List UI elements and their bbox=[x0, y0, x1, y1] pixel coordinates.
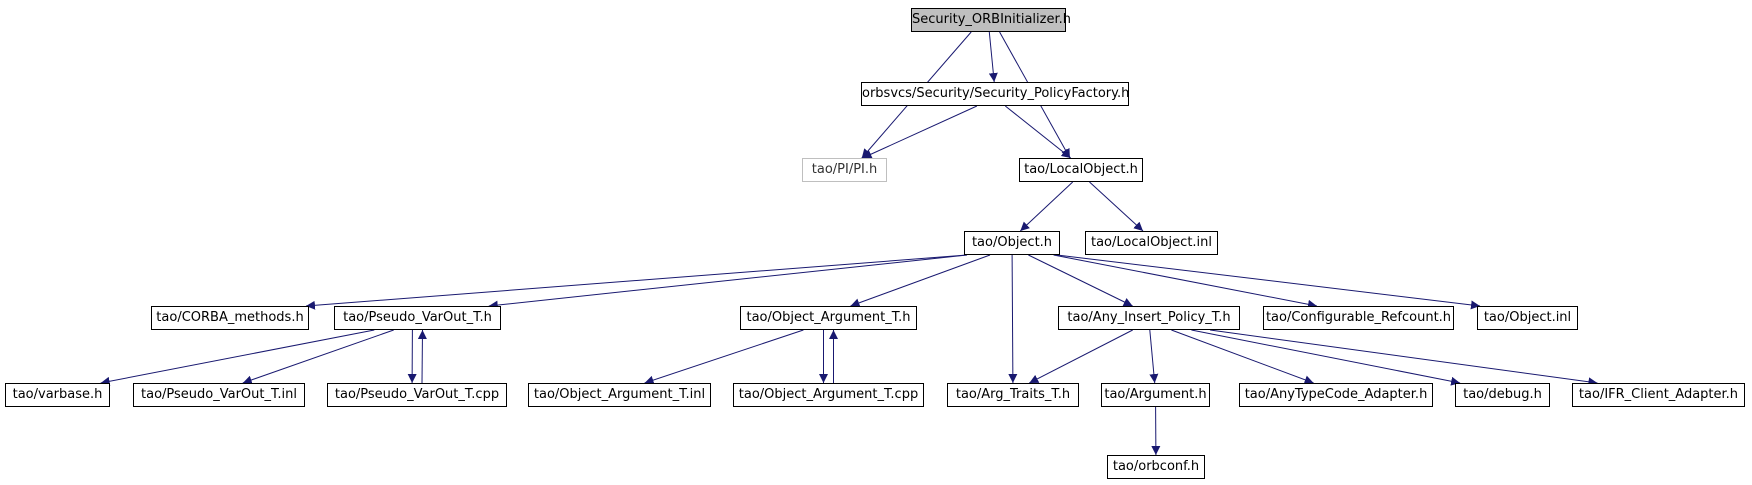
edge-object-to-arg-traits bbox=[1008, 254, 1018, 384]
node-localobject-inl[interactable]: tao/LocalObject.inl bbox=[1085, 231, 1218, 255]
node-arg-traits-t-h[interactable]: tao/Arg_Traits_T.h bbox=[947, 383, 1079, 407]
node-corba-methods-h[interactable]: tao/CORBA_methods.h bbox=[151, 306, 309, 330]
node-object-inl[interactable]: tao/Object.inl bbox=[1477, 306, 1578, 330]
edge-local-object-to-local-object-inl bbox=[1089, 181, 1144, 232]
edge-object-argument-to-object-argument-inl bbox=[644, 329, 804, 385]
edge-object-to-corba-methods bbox=[305, 254, 968, 310]
node-argument-h[interactable]: tao/Argument.h bbox=[1101, 383, 1210, 407]
node-security-orbinitializer-h[interactable]: Security_ORBInitializer.h bbox=[911, 8, 1071, 32]
edge-object-to-object-inl bbox=[1056, 254, 1481, 310]
edge-object-to-configurable-refcount bbox=[1053, 254, 1317, 309]
node-object-h[interactable]: tao/Object.h bbox=[964, 231, 1060, 255]
node-orbconf-h[interactable]: tao/orbconf.h bbox=[1107, 455, 1205, 479]
node-pseudo-varout-t-cpp[interactable]: tao/Pseudo_VarOut_T.cpp bbox=[327, 383, 507, 407]
node-pi-h[interactable]: tao/PI/PI.h bbox=[802, 158, 887, 182]
edge-any-insert-to-arg-traits bbox=[1029, 329, 1133, 384]
edge-local-object-to-object bbox=[1019, 181, 1074, 232]
node-any-insert-policy-t-h[interactable]: tao/Any_Insert_Policy_T.h bbox=[1058, 306, 1240, 330]
node-anytypecode-adapter-h[interactable]: tao/AnyTypeCode_Adapter.h bbox=[1239, 383, 1433, 407]
edge-object-to-object-argument bbox=[850, 254, 991, 308]
node-pseudo-varout-t-inl[interactable]: tao/Pseudo_VarOut_T.inl bbox=[133, 383, 305, 407]
edge-any-insert-to-anytypecode-adapter bbox=[1171, 329, 1314, 385]
edge-policy-factory-to-local-object bbox=[1004, 105, 1072, 159]
node-varbase-h[interactable]: tao/varbase.h bbox=[5, 383, 110, 407]
edge-any-insert-to-debug bbox=[1191, 329, 1461, 386]
node-security-policyfactory-h[interactable]: orbsvcs/Security/Security_PolicyFactory.… bbox=[861, 82, 1129, 106]
node-object-argument-t-h[interactable]: tao/Object_Argument_T.h bbox=[740, 306, 917, 330]
node-pseudo-varout-t-h[interactable]: tao/Pseudo_VarOut_T.h bbox=[334, 306, 501, 330]
node-localobject-h[interactable]: tao/LocalObject.h bbox=[1019, 158, 1143, 182]
edge-object-to-pseudo-varout bbox=[488, 254, 968, 310]
edge-object-to-any-insert bbox=[1028, 254, 1133, 307]
node-object-argument-t-cpp[interactable]: tao/Object_Argument_T.cpp bbox=[733, 383, 924, 407]
edge-pseudo-varout-cpp-to-pseudo-varout bbox=[417, 329, 427, 384]
node-ifr-client-adapter-h[interactable]: tao/IFR_Client_Adapter.h bbox=[1572, 383, 1745, 407]
node-configurable-refcount-h[interactable]: tao/Configurable_Refcount.h bbox=[1263, 306, 1454, 330]
node-object-argument-t-inl[interactable]: tao/Object_Argument_T.inl bbox=[528, 383, 711, 407]
edge-pseudo-varout-to-varbase bbox=[100, 329, 375, 386]
edge-policy-factory-to-pi bbox=[862, 105, 978, 159]
edge-pseudo-varout-to-pseudo-varout-inl bbox=[242, 329, 394, 385]
edge-any-insert-to-argument bbox=[1149, 329, 1159, 384]
edge-sec-orb-to-policy-factory bbox=[988, 31, 998, 83]
edge-any-insert-to-ifr-client bbox=[1210, 329, 1598, 387]
node-debug-h[interactable]: tao/debug.h bbox=[1455, 383, 1550, 407]
